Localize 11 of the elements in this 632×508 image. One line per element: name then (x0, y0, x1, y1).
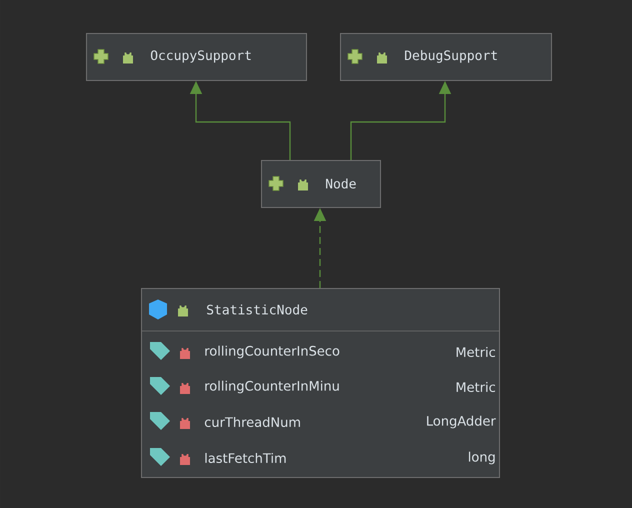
field-name: rollingCounterInSeco (205, 346, 340, 358)
class-box: DebugSupport (340, 33, 552, 81)
field-name: lastFetchTim (205, 452, 286, 464)
field-type: Metric (456, 382, 495, 392)
field-type: long (468, 452, 495, 464)
class-box: Node (261, 160, 381, 208)
field-type: Metric (456, 346, 495, 358)
class-box: OccupySupport (86, 33, 307, 81)
field-name: rollingCounterInMinu (205, 380, 339, 394)
field-name: curThreadNum (204, 416, 300, 428)
field-type: LongAdder (427, 416, 496, 428)
